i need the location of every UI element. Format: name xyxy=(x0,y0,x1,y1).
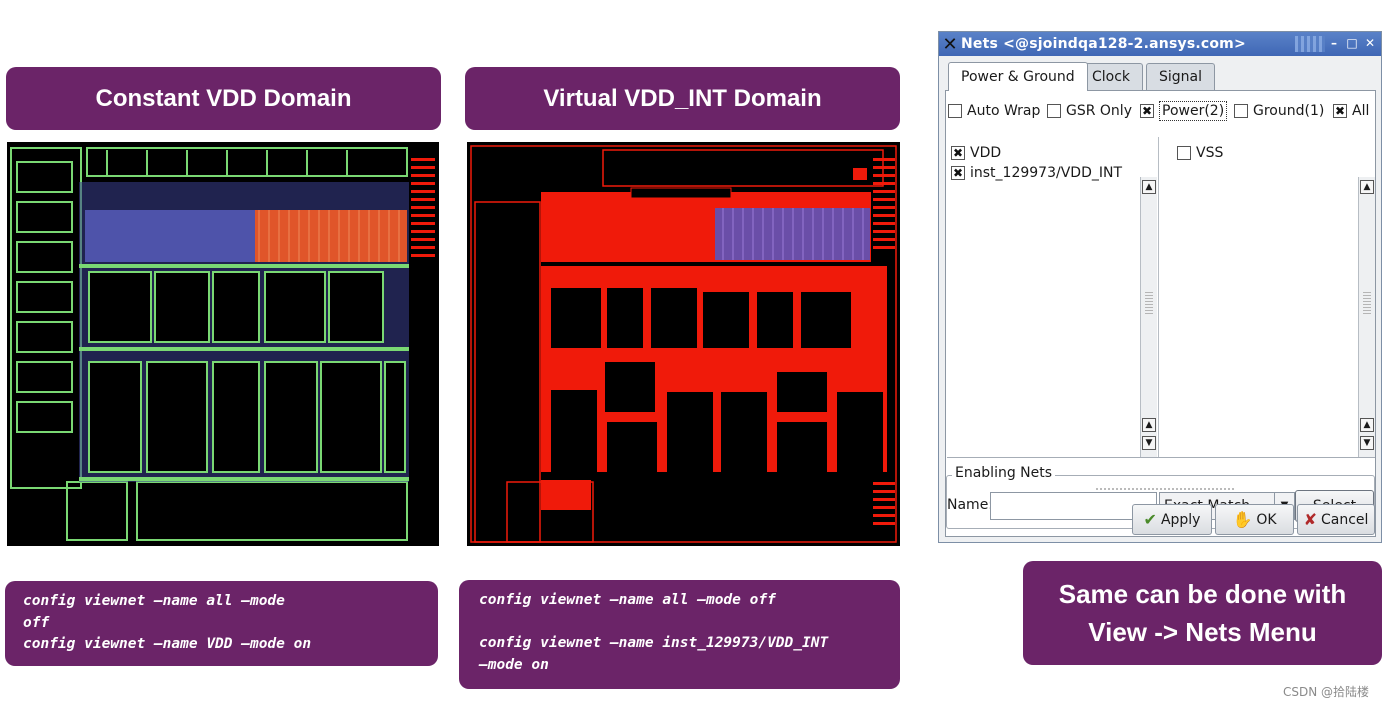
power-ground-panel: Auto Wrap GSR Only ✖ Power(2) Ground(1) … xyxy=(945,90,1376,537)
note-line: View -> Nets Menu xyxy=(1088,617,1317,647)
power-net-list: ✖ VDD ✖ inst_129973/VDD_INT xyxy=(948,137,1140,457)
apply-button[interactable]: ✔ Apply xyxy=(1132,504,1212,535)
virtual-vdd-int-domain-banner: Virtual VDD_INT Domain xyxy=(465,67,900,130)
tab-power-ground[interactable]: Power & Ground xyxy=(948,62,1088,91)
net-label: VSS xyxy=(1196,145,1224,161)
tab-signal[interactable]: Signal xyxy=(1146,63,1216,90)
power-checkbox[interactable]: ✖ Power(2) xyxy=(1140,101,1228,121)
checkbox-box xyxy=(1234,104,1248,118)
power-net-item[interactable]: ✖ inst_129973/VDD_INT xyxy=(951,165,1122,181)
checkbox-checked-icon: ✖ xyxy=(951,166,965,180)
close-icon[interactable]: ✕ xyxy=(1364,36,1376,50)
name-label: Name: xyxy=(947,497,994,513)
list-divider xyxy=(947,457,1375,458)
scroll-up-icon[interactable]: ▲ xyxy=(1142,180,1156,194)
command-line: config viewnet –name inst_129973/VDD_INT xyxy=(479,635,829,651)
ground-list-scrollbar[interactable]: ▲ ▲ ▼ xyxy=(1358,177,1375,457)
command-line: ​ xyxy=(479,612,882,634)
enabling-nets-legend: Enabling Nets xyxy=(952,465,1056,481)
power-net-item[interactable]: ✖ VDD xyxy=(951,145,1001,161)
checkbox-label: GSR Only xyxy=(1066,103,1132,119)
pane-resize-handle[interactable] xyxy=(1096,488,1234,490)
scroll-down-icon[interactable]: ▼ xyxy=(1142,436,1156,450)
gsr-only-checkbox[interactable]: GSR Only xyxy=(1047,103,1132,119)
scroll-up-icon[interactable]: ▲ xyxy=(1142,418,1156,432)
apply-label: Apply xyxy=(1160,511,1201,528)
checkbox-box xyxy=(1047,104,1061,118)
ok-label: OK xyxy=(1256,511,1277,528)
checkbox-label: Ground(1) xyxy=(1253,103,1325,119)
minimize-icon[interactable]: – xyxy=(1331,36,1337,50)
ground-net-item[interactable]: VSS xyxy=(1177,145,1223,161)
command-line: config viewnet –name all –mode off xyxy=(479,592,776,608)
dialog-title: Nets <@sjoindqa128-2.ansys.com> xyxy=(961,36,1246,52)
scroll-up-icon[interactable]: ▲ xyxy=(1360,180,1374,194)
cancel-button[interactable]: ✘ Cancel xyxy=(1297,504,1375,535)
watermark: CSDN @拾陆楼 xyxy=(1283,685,1370,699)
checkmark-icon: ✔ xyxy=(1143,510,1157,529)
checkbox-checked-icon: ✖ xyxy=(1140,104,1154,118)
command-line: config viewnet –name all –mode xyxy=(23,593,285,609)
net-label: inst_129973/VDD_INT xyxy=(970,165,1122,181)
nets-dialog: ✕ Nets <@sjoindqa128-2.ansys.com> – □ ✕ … xyxy=(938,31,1382,543)
virtual-vdd-int-layout-view xyxy=(467,142,900,546)
thumbs-up-icon: ✋ xyxy=(1232,510,1253,529)
ok-button[interactable]: ✋ OK xyxy=(1215,504,1294,535)
ground-net-list: VSS xyxy=(1158,137,1356,457)
auto-wrap-checkbox[interactable]: Auto Wrap xyxy=(948,103,1040,119)
checkbox-label: Auto Wrap xyxy=(967,103,1041,119)
tab-clock[interactable]: Clock xyxy=(1079,63,1144,90)
constant-vdd-commands: config viewnet –name all –mode off confi… xyxy=(5,581,438,666)
x-app-icon: ✕ xyxy=(942,33,958,55)
constant-vdd-domain-banner: Constant VDD Domain xyxy=(6,67,441,130)
scroll-down-icon[interactable]: ▼ xyxy=(1360,436,1374,450)
checkbox-box xyxy=(1177,146,1191,160)
maximize-icon[interactable]: □ xyxy=(1346,36,1358,50)
checkbox-label: All xyxy=(1352,103,1370,119)
checkbox-checked-icon: ✖ xyxy=(951,146,965,160)
cross-icon: ✘ xyxy=(1303,510,1317,529)
command-line: config viewnet –name VDD –mode on xyxy=(23,636,312,652)
virtual-vdd-int-commands: config viewnet –name all –mode off ​ con… xyxy=(459,580,900,689)
all-checkbox[interactable]: ✖ All xyxy=(1333,103,1369,119)
checkbox-label: Power(2) xyxy=(1159,101,1228,121)
command-line: –mode on xyxy=(479,656,549,673)
checkbox-box xyxy=(948,104,962,118)
note-line: Same can be done with xyxy=(1058,579,1347,609)
view-nets-menu-note: Same can be done with View -> Nets Menu xyxy=(1023,561,1382,665)
scroll-up-icon[interactable]: ▲ xyxy=(1360,418,1374,432)
scrollbar-grip[interactable] xyxy=(1145,292,1153,316)
scrollbar-grip[interactable] xyxy=(1363,292,1371,316)
power-list-scrollbar[interactable]: ▲ ▲ ▼ xyxy=(1140,177,1157,457)
name-input[interactable]: ​ xyxy=(990,492,1157,520)
checkbox-checked-icon: ✖ xyxy=(1333,104,1347,118)
constant-vdd-layout-view xyxy=(7,142,439,546)
command-line: off xyxy=(23,614,50,631)
titlebar-grip xyxy=(1295,36,1325,52)
dialog-titlebar[interactable]: ✕ Nets <@sjoindqa128-2.ansys.com> – □ ✕ xyxy=(939,32,1381,56)
net-label: VDD xyxy=(970,145,1002,161)
ground-checkbox[interactable]: Ground(1) xyxy=(1234,103,1324,119)
cancel-label: Cancel xyxy=(1320,511,1369,528)
